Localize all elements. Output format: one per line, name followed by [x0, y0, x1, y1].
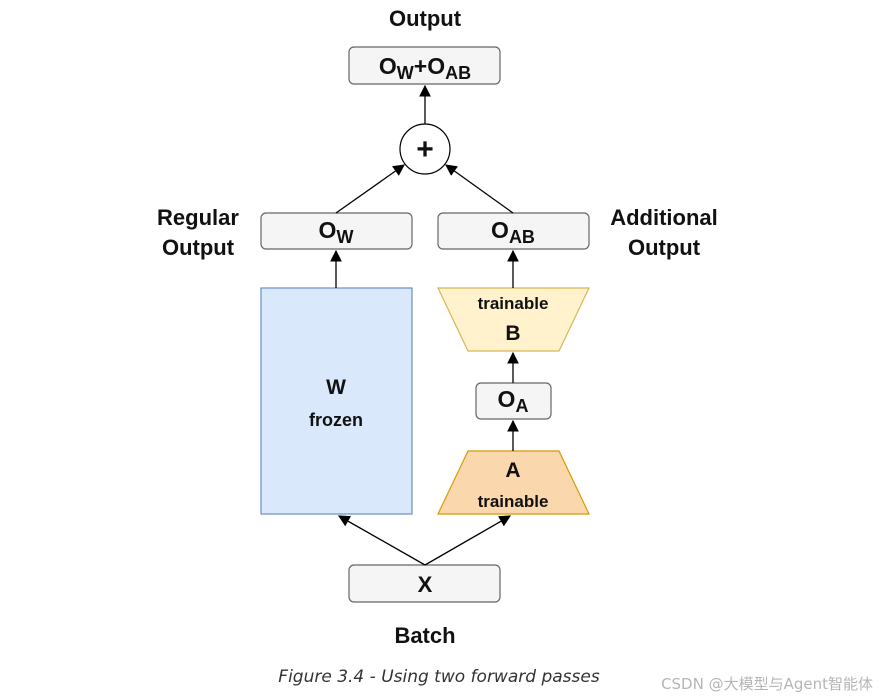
- regular-output-label-line2: Output: [162, 235, 235, 260]
- oa-o: O: [498, 386, 516, 412]
- oa-sub: A: [515, 396, 528, 416]
- a-trainable-block: A trainable: [437, 450, 590, 515]
- arrow-oab-to-sum: [445, 164, 514, 214]
- ow-sub: W: [336, 227, 353, 247]
- arrow-x-to-a: [424, 515, 512, 566]
- output-o2: O: [427, 53, 445, 79]
- svg-text:OA: OA: [498, 386, 529, 416]
- input-x-box: X: [348, 564, 501, 603]
- svg-text:OW+OAB: OW+OAB: [379, 53, 471, 83]
- w-subtitle: frozen: [309, 410, 363, 430]
- input-x-text: X: [418, 572, 433, 597]
- sum-node: +: [399, 123, 451, 175]
- ow-box: OW: [260, 212, 413, 250]
- output-o1: O: [379, 53, 397, 79]
- a-letter: A: [505, 459, 520, 482]
- output-sum-box: OW+OAB: [348, 46, 501, 85]
- figure-caption: Figure 3.4 - Using two forward passes: [278, 667, 600, 687]
- a-bottom-text: trainable: [478, 492, 549, 511]
- regular-output-label-line1: Regular: [157, 205, 239, 230]
- output-sub1: W: [397, 63, 414, 83]
- svg-text:OAB: OAB: [491, 217, 535, 247]
- oab-o: O: [491, 217, 509, 243]
- w-frozen-block: W frozen: [260, 287, 413, 515]
- b-trainable-block: trainable B: [437, 287, 590, 352]
- arrows: [330, 84, 519, 566]
- additional-output-label-line2: Output: [628, 235, 701, 260]
- watermark: CSDN @大模型与Agent智能体: [661, 675, 873, 693]
- oa-box: OA: [475, 382, 552, 420]
- batch-label: Batch: [394, 623, 455, 648]
- additional-output-label-line1: Additional: [610, 205, 718, 230]
- output-sub2: AB: [445, 63, 471, 83]
- sum-symbol: +: [416, 133, 434, 166]
- w-title: W: [326, 376, 346, 399]
- svg-text:OW: OW: [319, 217, 354, 247]
- oab-box: OAB: [437, 212, 590, 250]
- oab-sub: AB: [509, 227, 535, 247]
- b-top-text: trainable: [478, 294, 549, 313]
- output-title: Output: [389, 6, 462, 31]
- arrow-ow-to-sum: [335, 164, 405, 214]
- arrow-x-to-w: [337, 515, 426, 566]
- ow-o: O: [319, 217, 337, 243]
- b-letter: B: [505, 322, 520, 345]
- output-plus: +: [414, 53, 427, 79]
